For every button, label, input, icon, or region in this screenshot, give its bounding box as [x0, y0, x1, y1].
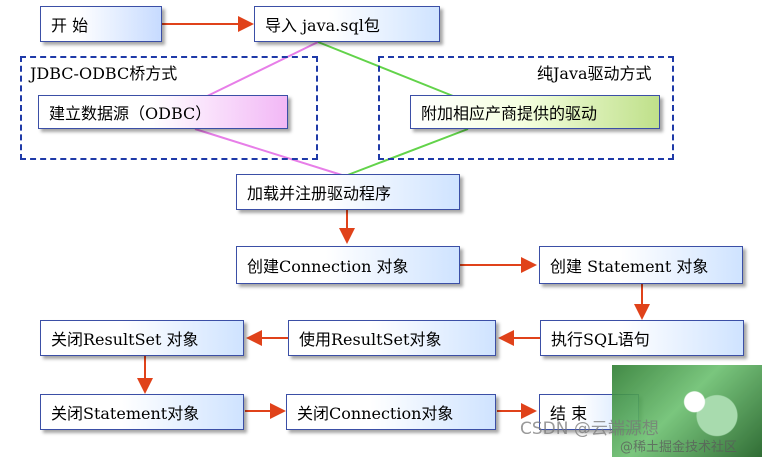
line-import-to-odbc: [194, 41, 319, 103]
watermark-juejin: @稀土掘金技术社区: [620, 440, 738, 455]
watermark-csdn: CSDN @云端源想: [520, 419, 659, 439]
node-use-resultset: 使用ResultSet对象: [288, 320, 496, 356]
line-import-to-purejava: [317, 41, 469, 103]
group-jdbc-odbc: [20, 56, 318, 160]
node-import-sql: 导入 java.sql包: [254, 6, 440, 42]
node-start: 开 始: [40, 6, 162, 42]
node-close-statement: 关闭Statement对象: [40, 394, 244, 430]
node-build-datasource: 建立数据源（ODBC）: [38, 95, 288, 129]
node-create-statement: 创建 Statement 对象: [539, 246, 743, 284]
group-pure-java: [378, 56, 674, 160]
group-label-pure-java: 纯Java驱动方式: [537, 64, 652, 83]
line-purejava-to-load: [344, 128, 469, 177]
node-load-register: 加载并注册驱动程序: [236, 174, 460, 210]
group-label-jdbc-odbc: JDBC-ODBC桥方式: [30, 64, 178, 83]
node-close-resultset: 关闭ResultSet 对象: [40, 320, 244, 356]
node-attach-driver: 附加相应产商提供的驱动: [410, 95, 660, 129]
node-create-connection: 创建Connection 对象: [236, 246, 460, 284]
node-close-connection: 关闭Connection对象: [286, 394, 496, 430]
decorative-leaf-image: [612, 365, 762, 457]
line-odbc-to-load: [194, 128, 346, 177]
node-execute-sql: 执行SQL语句: [540, 320, 744, 356]
